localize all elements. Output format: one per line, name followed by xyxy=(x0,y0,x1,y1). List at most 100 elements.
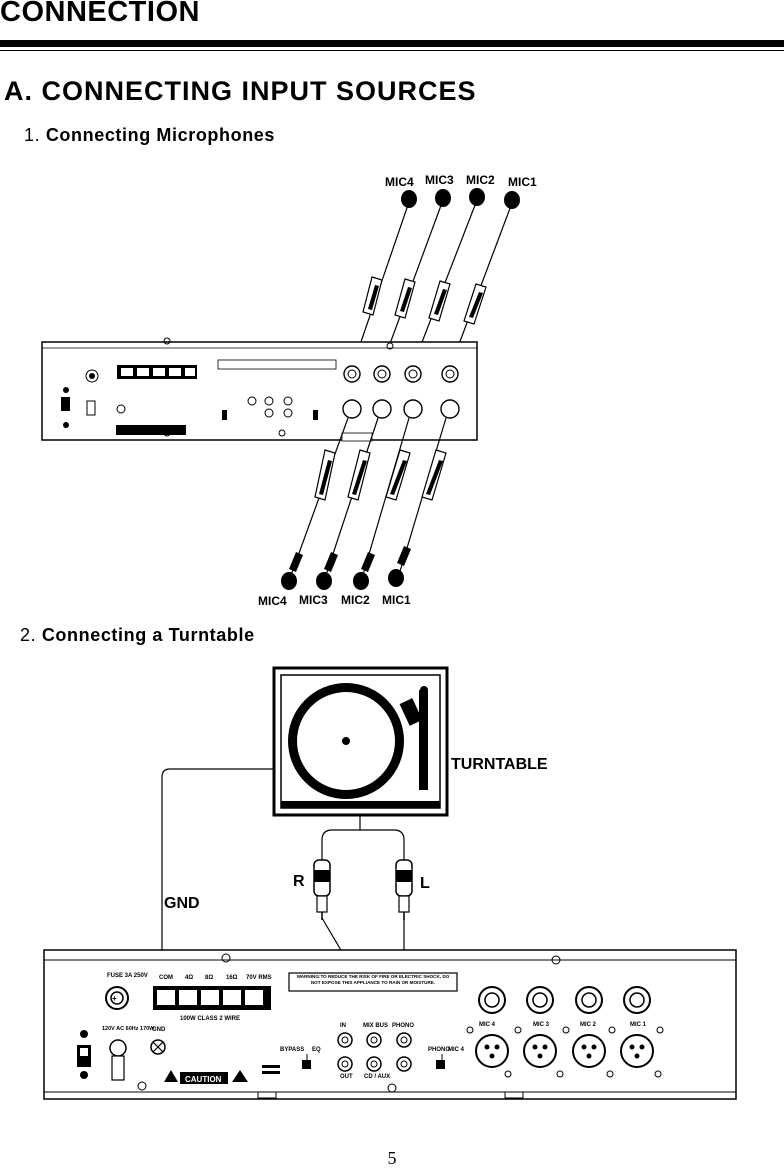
top-mic-3 xyxy=(380,189,451,369)
mic-jack-icon xyxy=(343,365,361,383)
fuse-icon xyxy=(105,986,129,1010)
microphone-icon xyxy=(353,572,369,590)
xlr-jack-icon xyxy=(620,1034,654,1068)
gnd-terminal-label: GND xyxy=(152,1027,166,1033)
io-label: MIX BUS xyxy=(363,1023,388,1029)
terminal-label: COM xyxy=(159,975,173,981)
turntable-icon xyxy=(272,666,449,817)
screw-icon xyxy=(387,1083,397,1093)
xlr-jack-icon xyxy=(403,399,423,419)
subsection-number: 1. xyxy=(24,125,41,145)
caution-label xyxy=(116,425,186,435)
io-label: IN xyxy=(340,1023,346,1029)
warning-text: WARNING:TO REDUCE THE RISK OF FIRE OR EL… xyxy=(296,974,450,985)
terminal-label: 16Ω xyxy=(226,975,238,981)
channel-label: MIC 2 xyxy=(580,1022,597,1028)
bypass-switch xyxy=(302,1060,311,1069)
rca-plug-left xyxy=(395,859,413,920)
xlr-jack-icon xyxy=(372,399,392,419)
top-mic-1 xyxy=(449,191,520,369)
mic-label-bottom: MIC2 xyxy=(341,593,370,607)
terminal-label: 70V RMS xyxy=(246,975,272,981)
top-mic-2 xyxy=(411,188,485,369)
channel-label: MIC 3 xyxy=(533,1022,550,1028)
page-header-title: CONNECTION xyxy=(0,0,200,28)
svg-text:+: + xyxy=(112,994,117,1003)
mic-jack-icon xyxy=(441,365,459,383)
subsection-title: Connecting Microphones xyxy=(45,125,276,145)
caution-text: CAUTION xyxy=(185,1075,222,1084)
screw-icon xyxy=(137,1081,147,1091)
channel-label: MIC 4 xyxy=(479,1022,496,1028)
section-title: A. CONNECTING INPUT SOURCES xyxy=(4,76,477,106)
screw-icon xyxy=(386,342,394,350)
power-label: 120V AC 60Hz 170W xyxy=(102,1026,155,1032)
xlr-jack-icon xyxy=(523,1034,557,1068)
phono-switch-label: PHONO xyxy=(428,1047,450,1053)
left-channel-label: L xyxy=(420,875,430,892)
warning-triangle-icon xyxy=(232,1070,248,1082)
microphone-icon xyxy=(388,569,404,587)
mic-label-top: MIC4 xyxy=(385,175,414,189)
ground-wire xyxy=(161,768,274,1046)
mic-label-bottom: MIC4 xyxy=(258,594,287,608)
screw-icon xyxy=(163,337,171,345)
eq-label: EQ xyxy=(312,1047,321,1053)
warning-label xyxy=(217,359,337,370)
xlr-jack-icon xyxy=(342,399,362,419)
turntable-label: TURNTABLE xyxy=(451,756,548,773)
microphone-icon xyxy=(504,191,520,209)
bypass-label: BYPASS xyxy=(280,1047,304,1053)
fuse-icon xyxy=(85,369,99,383)
io-label: CD / AUX xyxy=(364,1074,390,1080)
microphone-icon xyxy=(316,572,332,590)
top-mic-4 xyxy=(351,190,417,369)
bottom-mic-1 xyxy=(388,417,447,587)
mic-diagram: MIC4 MIC3 MIC2 MIC1 xyxy=(41,173,537,608)
mic-jack-icon xyxy=(404,365,422,383)
screw-icon xyxy=(221,953,231,963)
rear-panel-small xyxy=(41,337,478,442)
xlr-jack-icon xyxy=(475,1034,509,1068)
microphone-icon xyxy=(469,188,485,206)
turntable-diagram: TURNTABLE R L GND xyxy=(43,666,737,1100)
rca-plug-right xyxy=(313,859,331,920)
gnd-terminal-icon xyxy=(116,404,126,414)
power-switch-icon xyxy=(61,397,70,411)
xlr-jack-icon xyxy=(572,1034,606,1068)
right-channel-label: R xyxy=(293,873,305,890)
header-rule-thick xyxy=(0,40,784,47)
mic-label-top: MIC1 xyxy=(508,175,537,189)
mic-jack-icon xyxy=(575,986,603,1014)
header-rule-thin xyxy=(0,50,784,51)
bottom-mic-4 xyxy=(281,417,349,590)
io-label: PHONO xyxy=(392,1023,414,1029)
mic-label-top: MIC3 xyxy=(425,173,454,187)
terminal-label: 4Ω xyxy=(185,975,193,981)
bottom-mic-2 xyxy=(353,417,411,590)
io-label: OUT xyxy=(340,1074,353,1080)
mic-jack-icon xyxy=(478,986,506,1014)
phono-mic4-switch xyxy=(436,1060,445,1069)
mic-jack-icon xyxy=(526,986,554,1014)
mic-label-bottom: MIC3 xyxy=(299,593,328,607)
subsection-turntable: 2. Connecting a Turntable xyxy=(20,625,255,646)
gnd-label: GND xyxy=(164,895,200,912)
subsection-mics: 1. Connecting Microphones xyxy=(24,125,275,146)
xlr-jack-icon xyxy=(440,399,460,419)
caution-label xyxy=(180,1072,228,1084)
microphone-icon xyxy=(401,190,417,208)
rca-jack-icon xyxy=(337,1032,412,1072)
bottom-mic-3 xyxy=(316,417,379,590)
page-number: 5 xyxy=(387,1148,397,1168)
mic-jack-icon xyxy=(623,986,651,1014)
mic-jack-icon xyxy=(373,365,391,383)
microphone-icon xyxy=(435,189,451,207)
subsection-number: 2. xyxy=(20,625,37,645)
mic4-switch-label: MIC 4 xyxy=(448,1047,465,1053)
warning-triangle-icon xyxy=(164,1070,178,1082)
channel-label: MIC 1 xyxy=(630,1022,647,1028)
screw-icon xyxy=(551,955,561,965)
subsection-title: Connecting a Turntable xyxy=(41,625,255,645)
